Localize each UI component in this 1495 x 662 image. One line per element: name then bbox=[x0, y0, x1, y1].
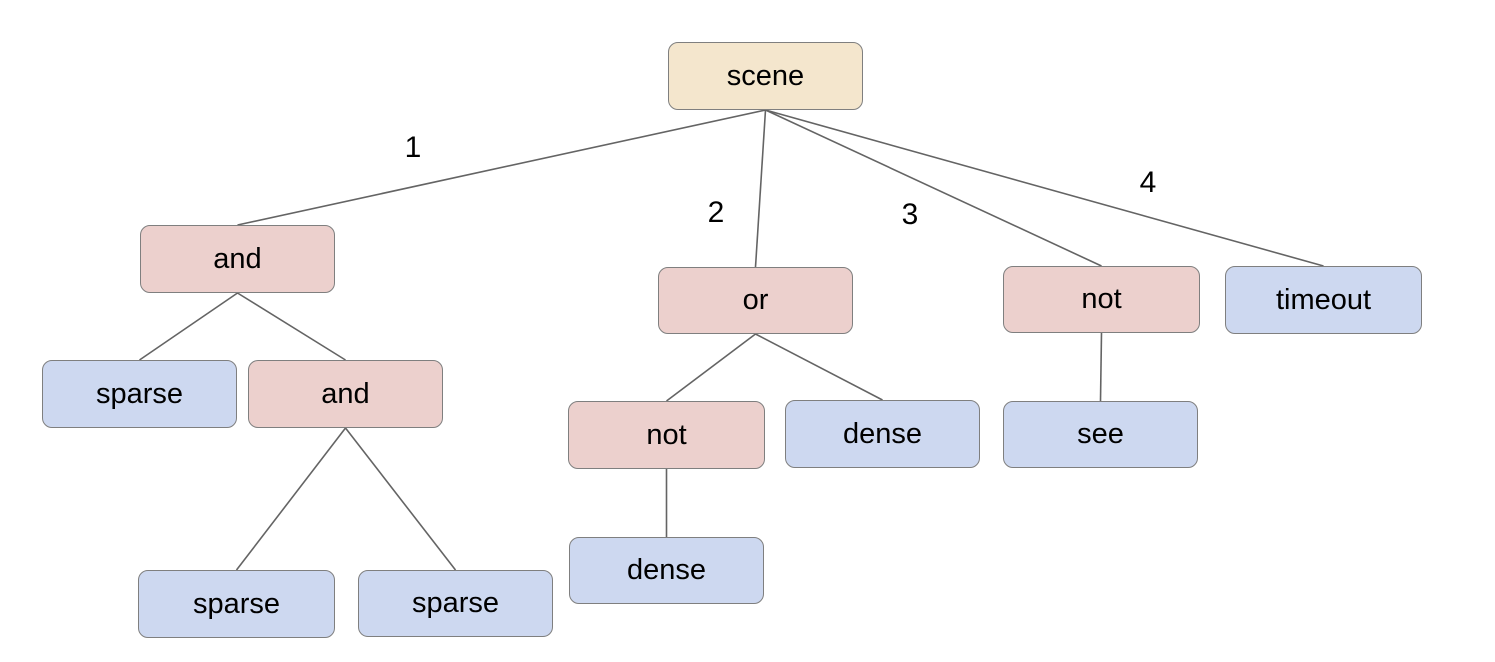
edge-scene-to-timeout-1 bbox=[765, 109, 1324, 267]
edge-order-label-2: 2 bbox=[707, 196, 725, 229]
edge-and-2-to-sparse-3 bbox=[344, 427, 457, 571]
edge-order-label-1: 1 bbox=[404, 131, 422, 164]
edge-or-1-to-not-2 bbox=[666, 333, 756, 402]
node-not-2: not bbox=[568, 401, 765, 469]
edge-scene-to-not-1 bbox=[765, 109, 1102, 267]
node-sparse-2: sparse bbox=[138, 570, 335, 638]
edge-not-1-to-see-1 bbox=[1099, 332, 1103, 402]
edge-scene-to-or-1 bbox=[754, 109, 767, 268]
edge-order-label-3: 3 bbox=[901, 198, 919, 231]
edge-scene-to-and-1 bbox=[237, 109, 766, 226]
node-not-1: not bbox=[1003, 266, 1200, 333]
node-and-2: and bbox=[248, 360, 443, 428]
node-and-1: and bbox=[140, 225, 335, 293]
edge-order-label-4: 4 bbox=[1139, 166, 1157, 199]
edge-and-1-to-sparse-1 bbox=[139, 292, 238, 361]
node-or-1: or bbox=[658, 267, 853, 334]
node-dense-2: dense bbox=[569, 537, 764, 604]
node-dense-1: dense bbox=[785, 400, 980, 468]
edge-and-2-to-sparse-2 bbox=[235, 427, 347, 571]
node-see-1: see bbox=[1003, 401, 1198, 468]
node-sparse-3: sparse bbox=[358, 570, 553, 637]
node-scene: scene bbox=[668, 42, 863, 110]
edge-or-1-to-dense-1 bbox=[755, 333, 883, 401]
node-timeout-1: timeout bbox=[1225, 266, 1422, 334]
edge-and-1-to-and-2 bbox=[237, 292, 346, 361]
node-sparse-1: sparse bbox=[42, 360, 237, 428]
